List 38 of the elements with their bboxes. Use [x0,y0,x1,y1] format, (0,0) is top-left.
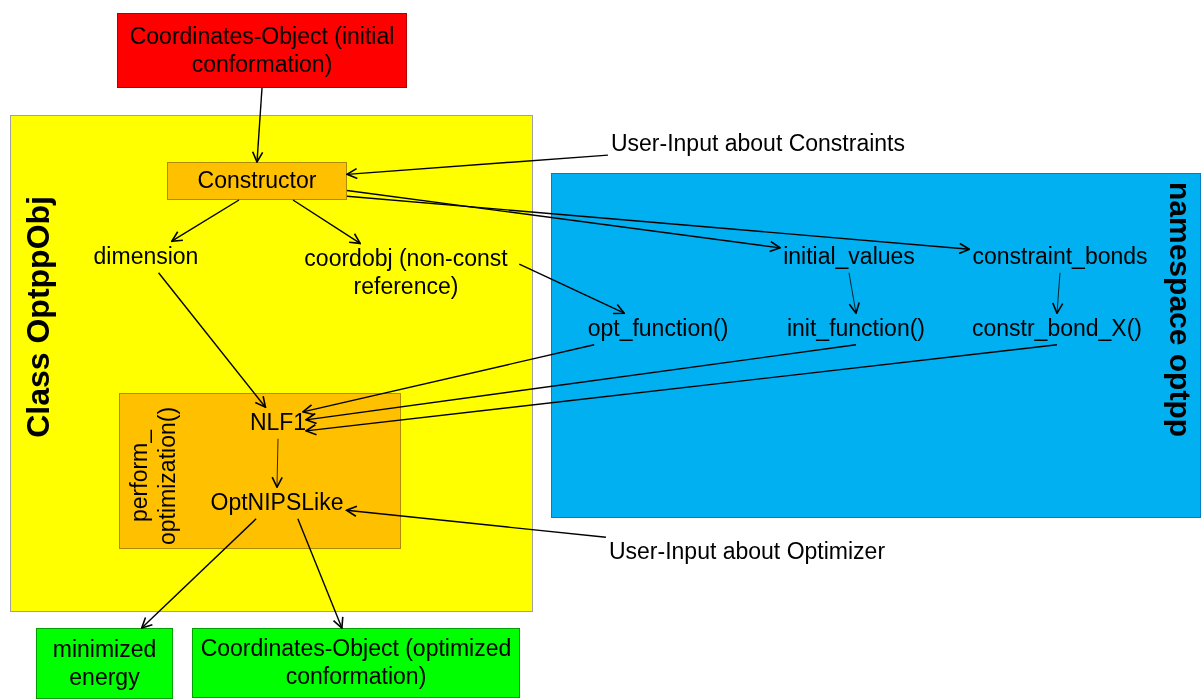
class-title: Class OptppObj [19,196,57,438]
arrow [297,518,344,629]
input-label: User-Input about Constraints [610,130,905,158]
member-label: NLF1 [249,409,307,437]
box-label: Constructor [197,167,317,195]
arrow [346,195,971,255]
arrow [251,87,264,163]
method-name: perform_ optimization() [126,406,181,546]
namespace-panel [551,173,1201,518]
member-label: constr_bond_X() [971,315,1142,343]
arrow [345,505,607,538]
arrow [305,344,857,425]
result-box [192,628,520,698]
arrow [140,518,257,629]
namespace-title: namespace optpp [1163,182,1198,438]
member-label: init_function() [786,315,926,343]
member-label: constraint_bonds [972,243,1148,271]
arrow [157,272,267,408]
member-label: OptNIPSLike [210,489,344,517]
object-box [117,13,407,88]
arrow [302,344,595,416]
arrow [305,344,1058,436]
member-label: initial_values [783,243,915,271]
arrow [346,154,609,180]
input-label: User-Input about Optimizer [608,538,886,566]
member-label: opt_function() [587,315,729,343]
result-box [36,628,173,699]
method-box [119,393,401,549]
method-box [167,162,347,200]
member-label: coordobj (non-const reference) [303,245,509,301]
box-label: Coordinates-Object (optimized conformation) [199,635,513,691]
class-panel [10,115,533,612]
box-label: minimized energy [51,635,158,692]
member-label: dimension [93,243,199,271]
arrow [346,189,781,253]
box-label: Coordinates-Object (initial conformation) [128,22,396,79]
arrow [292,199,361,245]
arrow [170,199,240,242]
